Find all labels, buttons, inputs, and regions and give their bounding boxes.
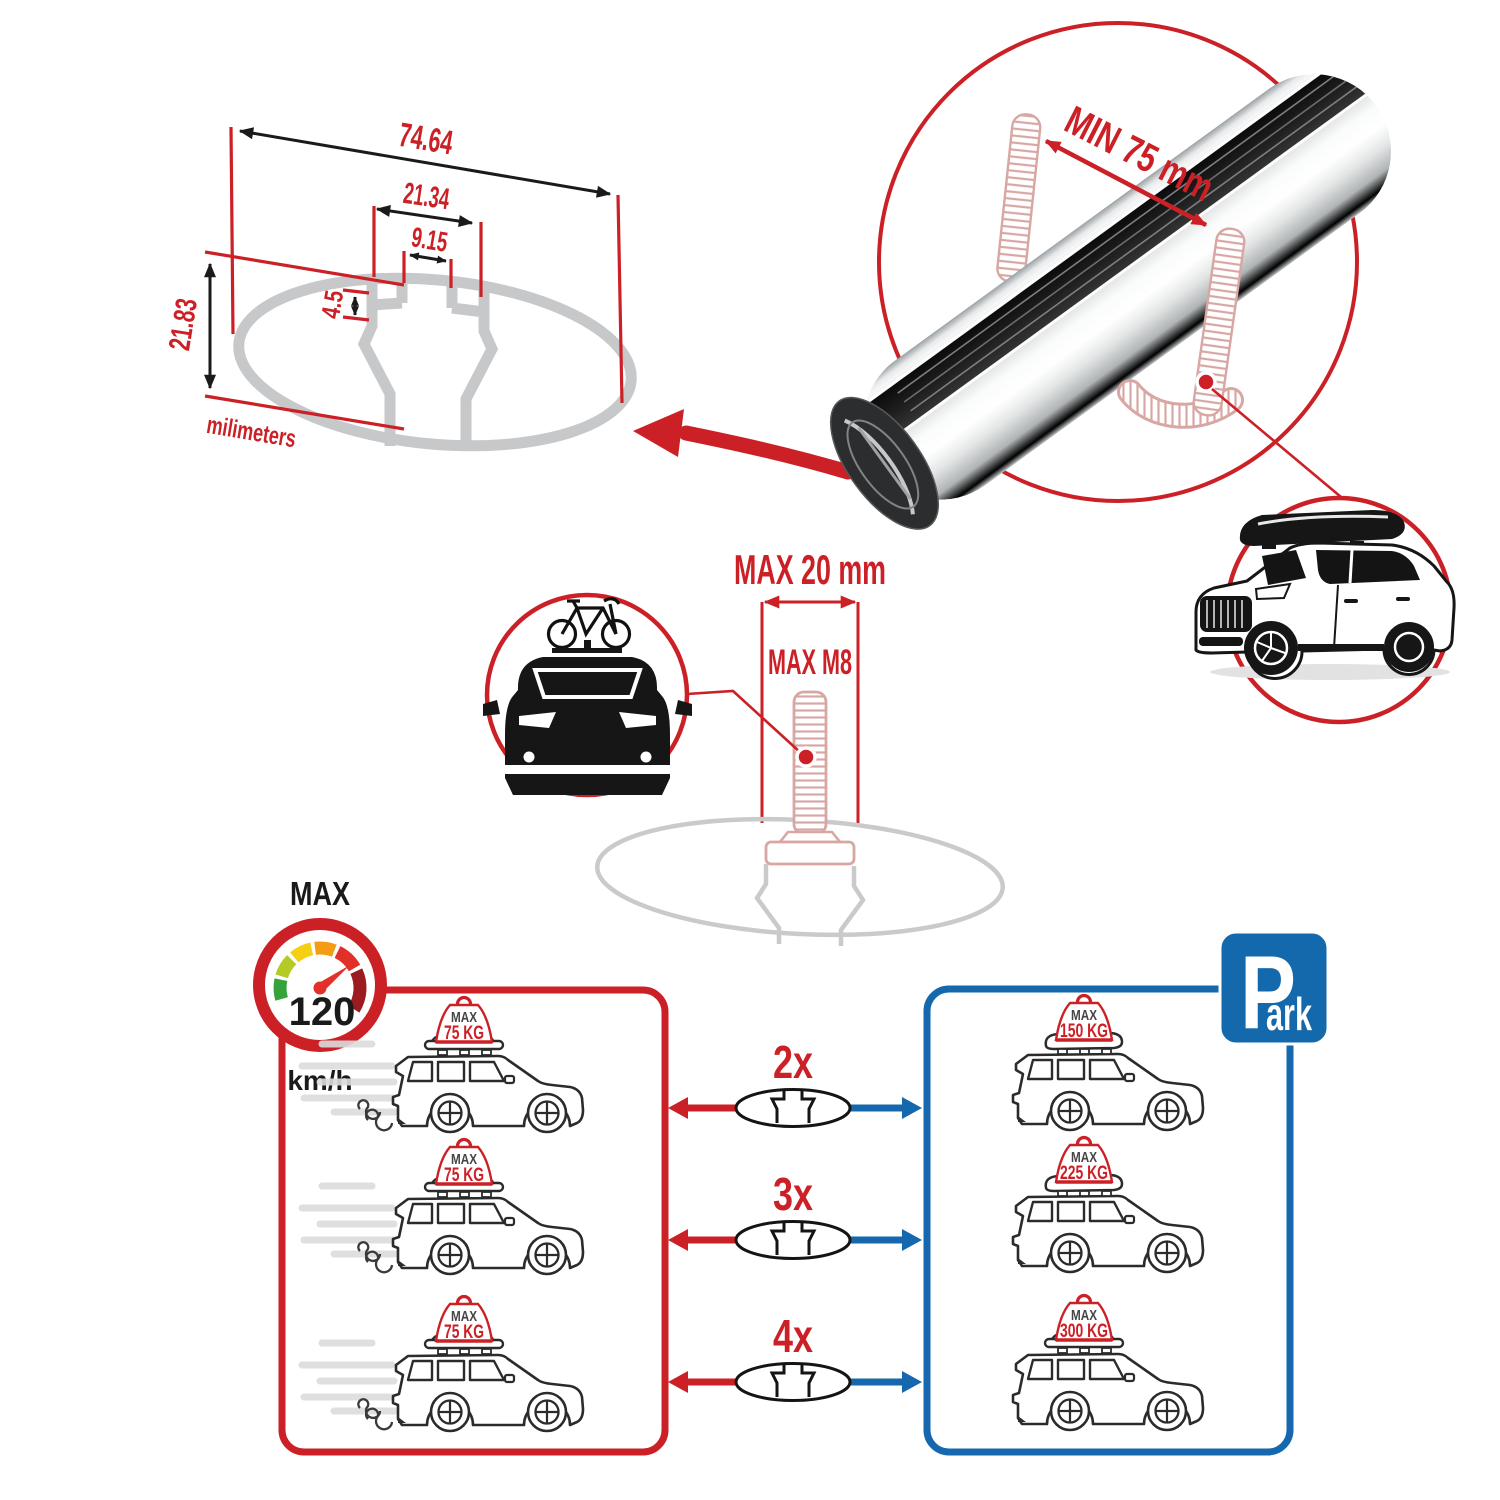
detail-circle-outline — [877, 21, 1359, 503]
slot-profile — [754, 864, 866, 946]
bar-detail-circle: MIN 75 mm — [829, 21, 1392, 530]
multiplier-label: 3x — [773, 1168, 813, 1220]
bolt-point-dot — [795, 746, 817, 768]
extension-lines — [204, 126, 624, 431]
driving-car-3-tag: MAX 75 KG — [434, 1294, 494, 1343]
multiplier-row-2x: 2x — [668, 1036, 922, 1128]
park-sign: P ark — [1218, 930, 1330, 1051]
clamp-point-dot — [1195, 371, 1217, 393]
driving-car-2 — [302, 1176, 585, 1274]
leader-line-to-car — [1211, 388, 1342, 498]
gauge-value: 120 — [289, 990, 356, 1034]
max-depth-label: MAX 20 mm — [734, 546, 886, 593]
multiplier-label: 2x — [773, 1036, 813, 1088]
parked-car-2-tag: MAX 225 KG — [1054, 1135, 1114, 1184]
driving-cars: MAX 75 KG MAX 75 KG MAX 75 KG — [302, 995, 585, 1432]
park-sign-board — [1218, 930, 1330, 1046]
cross-section-diagram: 74.64 21.34 9.15 4.5 21.83 milimeters — [163, 116, 637, 453]
tag-max: MAX — [1071, 1007, 1097, 1024]
tag-max: MAX — [451, 1308, 477, 1325]
parked-car-3 — [1011, 1332, 1205, 1432]
bolt-dim-extensions — [760, 602, 860, 823]
dim-opening-width: 9.15 — [409, 221, 450, 257]
park-sign-p: P — [1240, 935, 1296, 1051]
dim-total-height: 21.83 — [163, 296, 204, 353]
parked-cars: MAX 150 KG MAX 225 KG MAX 300 KG — [1011, 993, 1205, 1432]
leader-line-bike — [686, 689, 802, 754]
tag-max: MAX — [451, 1151, 477, 1168]
gauge-arcs — [273, 941, 367, 1013]
u-bolt-right-leg — [1117, 227, 1246, 429]
tag-load: 225 KG — [1060, 1163, 1108, 1184]
pointer-arrow — [633, 409, 856, 480]
tag-load: 75 KG — [444, 1023, 484, 1044]
dim-lip-depth: 4.5 — [315, 288, 349, 321]
suv-art — [1194, 510, 1456, 680]
dim-channel-width: 21.34 — [401, 177, 452, 216]
t-bolt — [764, 690, 856, 866]
bottom-section: MAX 120 km/h P ark 2x 3x — [253, 875, 1330, 1456]
bicycle-icon — [546, 597, 632, 650]
bolt-detail: MAX 20 mm MAX M8 — [595, 546, 1005, 946]
driving-car-1-tag: MAX 75 KG — [434, 995, 494, 1044]
driving-car-3 — [302, 1333, 585, 1431]
tag-max: MAX — [1071, 1149, 1097, 1166]
driving-car-2-tag: MAX 75 KG — [434, 1137, 494, 1186]
bike-car-circle — [483, 592, 692, 798]
multiplier-label: 4x — [773, 1310, 813, 1362]
tag-load: 75 KG — [444, 1165, 484, 1186]
suv-circle — [1194, 495, 1456, 725]
car-front-icon — [483, 640, 692, 795]
u-bolt-left-leg — [996, 113, 1042, 283]
parked-car-1 — [1011, 1031, 1205, 1132]
tag-load: 75 KG — [444, 1322, 484, 1343]
tag-load: 150 KG — [1060, 1021, 1108, 1042]
dimension-lines — [204, 127, 612, 390]
park-sign-ark: ark — [1266, 988, 1312, 1040]
dim-unit-label: milimeters — [205, 411, 298, 453]
multiplier-rows: 2x 3x 4x — [668, 1036, 922, 1402]
driving-panel-frame — [278, 986, 669, 1456]
gauge-max-label: MAX — [290, 875, 350, 912]
multiplier-row-3x: 3x — [668, 1168, 922, 1260]
tag-max: MAX — [1071, 1307, 1097, 1324]
cross-section-ellipse — [233, 272, 637, 452]
dim-total-width: 74.64 — [396, 116, 456, 163]
max-thread-label: MAX M8 — [768, 643, 852, 682]
tag-load: 300 KG — [1060, 1321, 1108, 1342]
multiplier-row-4x: 4x — [668, 1310, 922, 1402]
gauge-pivot — [313, 981, 327, 995]
driving-car-1 — [302, 1034, 585, 1132]
cross-section-profile — [357, 278, 499, 449]
tag-max: MAX — [451, 1009, 477, 1026]
parked-panel-frame — [923, 985, 1294, 1456]
aluminum-bar — [829, 54, 1392, 530]
min-width-arrow — [1044, 139, 1208, 227]
parked-car-2 — [1011, 1173, 1205, 1274]
parked-car-3-tag: MAX 300 KG — [1054, 1293, 1114, 1342]
parked-car-1-tag: MAX 150 KG — [1054, 993, 1114, 1042]
